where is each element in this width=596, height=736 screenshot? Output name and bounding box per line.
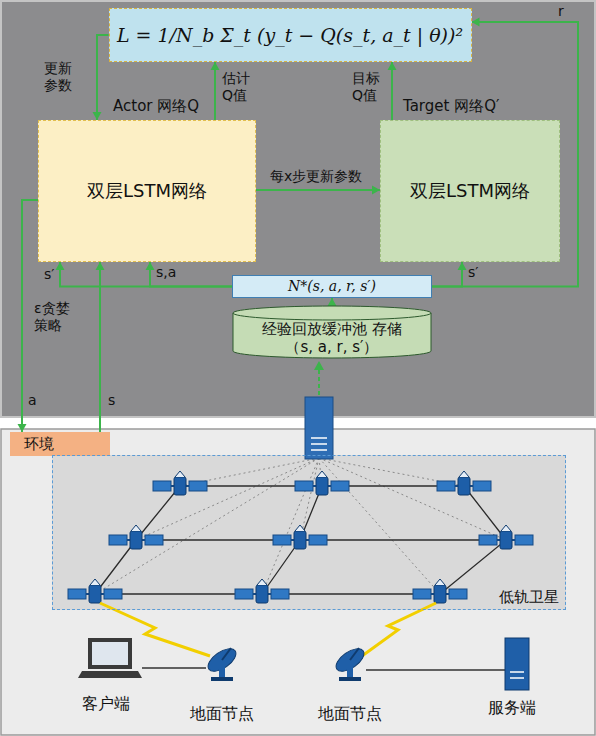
device-label: 地面节点 bbox=[318, 704, 382, 723]
arrowhead bbox=[388, 62, 397, 70]
flow-line bbox=[60, 262, 232, 287]
flow-line bbox=[256, 189, 380, 191]
device-label: 地面节点 bbox=[190, 704, 254, 723]
bottom-panel bbox=[1, 429, 595, 735]
box-text: N*(s, a, r, s′) bbox=[288, 278, 376, 295]
arrowhead bbox=[18, 424, 27, 432]
flow-line bbox=[391, 62, 393, 120]
satellite-icons bbox=[68, 471, 533, 603]
arrowhead bbox=[146, 262, 155, 270]
box-text: L = 1/N_b Σ_t (y_t − Q(s_t, a_t | θ))² bbox=[117, 24, 463, 47]
flow-line bbox=[99, 262, 101, 432]
dish-icon bbox=[332, 644, 367, 681]
arrowhead bbox=[458, 262, 467, 270]
box-text: 经验回放缓冲池 存储（s, a, r, s′） bbox=[257, 320, 407, 356]
region-fill bbox=[52, 455, 566, 610]
flow-arrow bbox=[256, 186, 380, 195]
actor-network-box: Actor 网络Q双层LSTM网络 bbox=[38, 120, 256, 262]
loss-formula-box: L = 1/N_b Σ_t (y_t − Q(s_t, a_t | θ))² bbox=[109, 8, 472, 62]
server-icon bbox=[305, 397, 333, 459]
network-heading: Actor 网络Q bbox=[113, 97, 199, 115]
satellite-region: 低轨卫星 bbox=[52, 455, 566, 610]
flow-arrow bbox=[93, 35, 109, 120]
edge-label: r bbox=[558, 3, 564, 20]
edge-label: 目标 Q值 bbox=[352, 70, 388, 104]
edge-label: s bbox=[108, 392, 115, 409]
radio-links bbox=[100, 603, 436, 656]
server-links bbox=[95, 458, 506, 594]
server-icon bbox=[505, 638, 529, 690]
laptop-icon bbox=[78, 640, 142, 678]
arrowhead bbox=[56, 262, 65, 270]
flow-arrow bbox=[388, 62, 397, 120]
edge-label: a bbox=[28, 392, 37, 409]
replay-buffer-cylinder: 经验回放缓冲池 存储（s, a, r, s′） bbox=[232, 305, 432, 359]
box-text: 双层LSTM网络 bbox=[410, 180, 530, 202]
arrowhead bbox=[93, 112, 102, 120]
upload-arrow bbox=[318, 369, 320, 395]
device-label: 客户端 bbox=[82, 694, 130, 713]
satellite-grid bbox=[95, 486, 506, 594]
arrowhead bbox=[96, 262, 105, 270]
top-panel bbox=[1, 1, 595, 417]
network-heading: Target 网络Q′ bbox=[403, 97, 499, 115]
region-label: 低轨卫星 bbox=[499, 588, 559, 606]
flow-arrow bbox=[56, 262, 233, 287]
policy-label: ε贪婪 策略 bbox=[34, 300, 82, 334]
target-network-box: Target 网络Q′双层LSTM网络 bbox=[380, 120, 560, 262]
edge-label: s′ bbox=[468, 264, 478, 281]
box-text: 环境 bbox=[24, 435, 54, 453]
device-label: 服务端 bbox=[488, 698, 536, 717]
edge-label: s′ bbox=[44, 266, 54, 283]
flow-line bbox=[432, 262, 462, 287]
arrowhead bbox=[372, 186, 380, 195]
flow-line bbox=[150, 262, 232, 287]
edge-label: 每x步更新参数 bbox=[270, 168, 362, 185]
flow-arrow bbox=[328, 298, 337, 306]
arrowhead bbox=[472, 18, 480, 27]
edge-label: 更新 参数 bbox=[44, 60, 76, 94]
flow-line bbox=[97, 35, 109, 120]
sample-box: N*(s, a, r, s′) bbox=[232, 275, 432, 298]
edge-label: 估计 Q值 bbox=[222, 70, 258, 104]
flow-arrow bbox=[96, 262, 105, 432]
flow-arrow bbox=[432, 262, 467, 287]
ground-links bbox=[142, 668, 505, 670]
dish-icon bbox=[204, 644, 239, 681]
arrowhead bbox=[328, 298, 337, 306]
environment-box: 环境 bbox=[10, 432, 110, 456]
edge-label: s,a bbox=[156, 264, 176, 281]
box-text: 双层LSTM网络 bbox=[87, 180, 207, 202]
upload-arrowhead bbox=[314, 361, 324, 370]
flow-arrow bbox=[146, 262, 233, 287]
flow-arrow bbox=[211, 62, 220, 120]
arrowhead bbox=[211, 62, 220, 70]
flow-line bbox=[214, 62, 216, 120]
